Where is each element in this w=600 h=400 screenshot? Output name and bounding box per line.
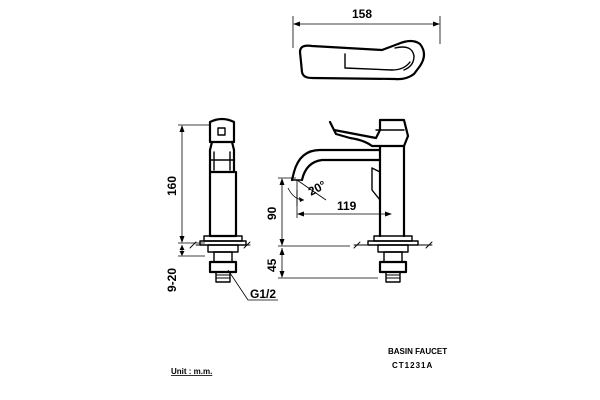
top-width-label: 158	[352, 7, 372, 21]
side-dim-arrow-thread-top	[179, 245, 185, 250]
base-offset-label: 45	[265, 258, 279, 272]
front-dim-arrow-119-left	[297, 211, 304, 217]
side-handle-neck	[208, 140, 236, 174]
front-dim-arrow-119-right	[385, 211, 392, 217]
side-body	[208, 170, 238, 238]
top-view: 158	[292, 7, 441, 81]
side-handle-grooves	[213, 151, 231, 171]
side-view: 160 9-20 G1/2	[165, 117, 278, 301]
front-dim-arrow-45-top	[279, 248, 285, 255]
front-dim-arrow-45-bottom	[279, 271, 285, 278]
spout-angle-label: 20°	[306, 178, 329, 199]
front-dim-arrow-90-bottom	[279, 239, 285, 246]
side-counter-hatch-2	[243, 241, 251, 249]
side-dim-arrow-bottom	[179, 236, 185, 243]
front-thread-lines	[385, 274, 401, 279]
unit-note: Unit : m.m.	[171, 367, 212, 376]
side-dim-arrow-thread-bottom	[179, 251, 185, 256]
front-spout-top	[290, 148, 382, 182]
top-lever-inner-curve	[391, 61, 411, 71]
model-number-label: CT1231A	[392, 361, 433, 370]
side-thread-lines	[215, 274, 231, 279]
spout-height-label: 90	[265, 206, 279, 220]
thread-spec-label: G1/2	[250, 287, 276, 301]
front-lock-nut	[378, 260, 408, 274]
side-thread-range-label: 9-20	[165, 268, 179, 292]
side-thread-end	[215, 271, 231, 283]
top-dim-arrow-right	[433, 21, 440, 27]
top-lever-inner	[344, 53, 393, 71]
front-body-detail	[371, 167, 381, 201]
side-counter-hatch-1	[189, 241, 197, 249]
product-type-label: BASIN FAUCET	[388, 347, 447, 356]
top-lever-outline	[298, 39, 426, 81]
front-dim-arrow-90-top	[279, 178, 285, 185]
side-nut	[207, 244, 239, 253]
front-counter-hatch-1	[353, 241, 361, 249]
side-thread-stem	[213, 251, 233, 263]
front-thread-end	[385, 271, 401, 283]
front-spout-bottom	[300, 158, 382, 182]
front-nut	[377, 244, 409, 253]
thread-leader	[227, 269, 249, 301]
front-counter-hatch-2	[425, 241, 433, 249]
side-lock-nut	[208, 260, 238, 274]
side-height-label: 160	[165, 176, 179, 196]
front-view: 90 45 119 20°	[265, 118, 433, 283]
side-dim-arrow-top	[179, 125, 185, 132]
angle-arrow	[299, 197, 304, 202]
angle-ray	[296, 179, 327, 201]
front-body	[378, 144, 406, 238]
side-handle-cap	[217, 127, 226, 136]
side-handle-top	[208, 117, 236, 144]
front-thread-stem	[383, 251, 403, 263]
top-handle-ring	[394, 46, 415, 71]
front-handle-lever	[328, 118, 410, 148]
top-dim-arrow-left	[293, 21, 300, 27]
spout-reach-label: 119	[337, 199, 357, 213]
angle-arc	[287, 187, 305, 201]
